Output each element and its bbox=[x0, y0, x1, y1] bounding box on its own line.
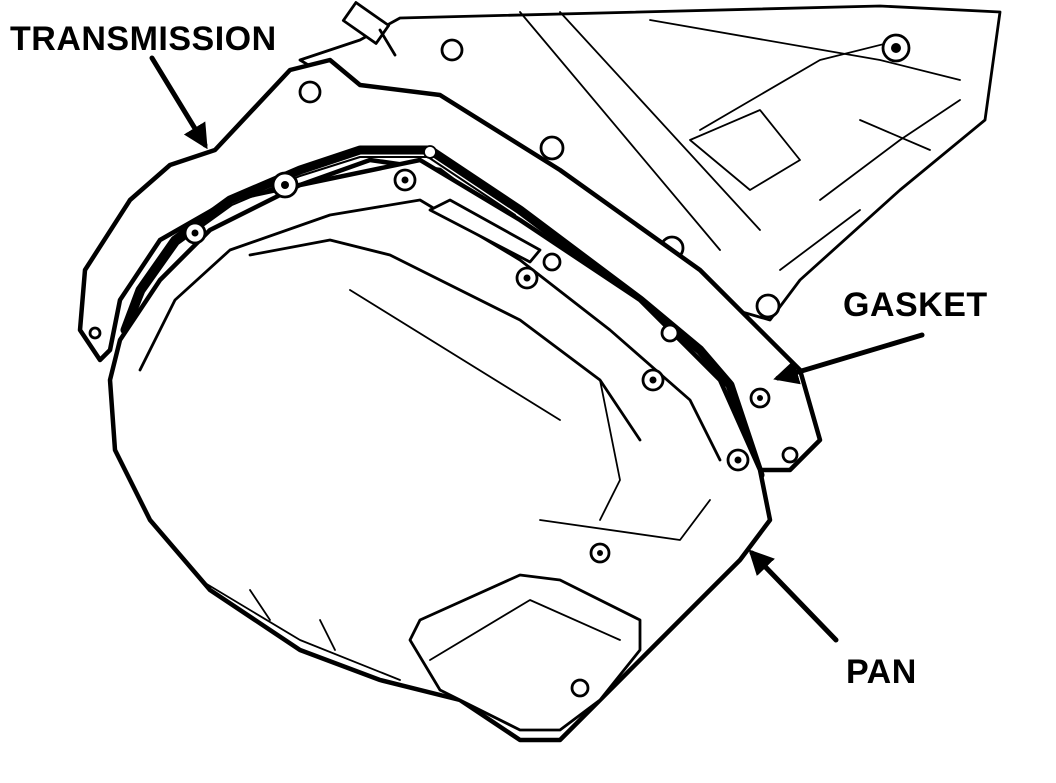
pan-bolt-icon bbox=[183, 221, 207, 245]
pan-bolt-icon bbox=[393, 168, 417, 192]
transmission-label: TRANSMISSION bbox=[10, 20, 277, 58]
pan-bolt-icon bbox=[271, 171, 299, 199]
gasket-label: GASKET bbox=[843, 286, 988, 324]
pan-bolt-icon bbox=[641, 368, 665, 392]
pan-arrow bbox=[748, 549, 839, 643]
drain-plug-icon bbox=[589, 542, 611, 564]
pan-bolt-icon bbox=[542, 252, 562, 272]
gasket-arrow bbox=[773, 332, 925, 385]
pan-label: PAN bbox=[846, 653, 917, 691]
transmission-case bbox=[298, 1, 1002, 322]
pan-bolts bbox=[183, 145, 771, 698]
pan-bolt-icon bbox=[570, 678, 590, 698]
pan-bolt-icon bbox=[726, 448, 750, 472]
pan-bolt-icon bbox=[660, 323, 680, 343]
transmission-arrow bbox=[149, 55, 208, 150]
pan-bolt-icon bbox=[749, 387, 771, 409]
cooler-fitting-icon bbox=[341, 1, 397, 57]
pan-bolt-icon bbox=[423, 145, 437, 159]
leader-arrows bbox=[149, 55, 925, 643]
pan-bolt-icon bbox=[515, 266, 539, 290]
